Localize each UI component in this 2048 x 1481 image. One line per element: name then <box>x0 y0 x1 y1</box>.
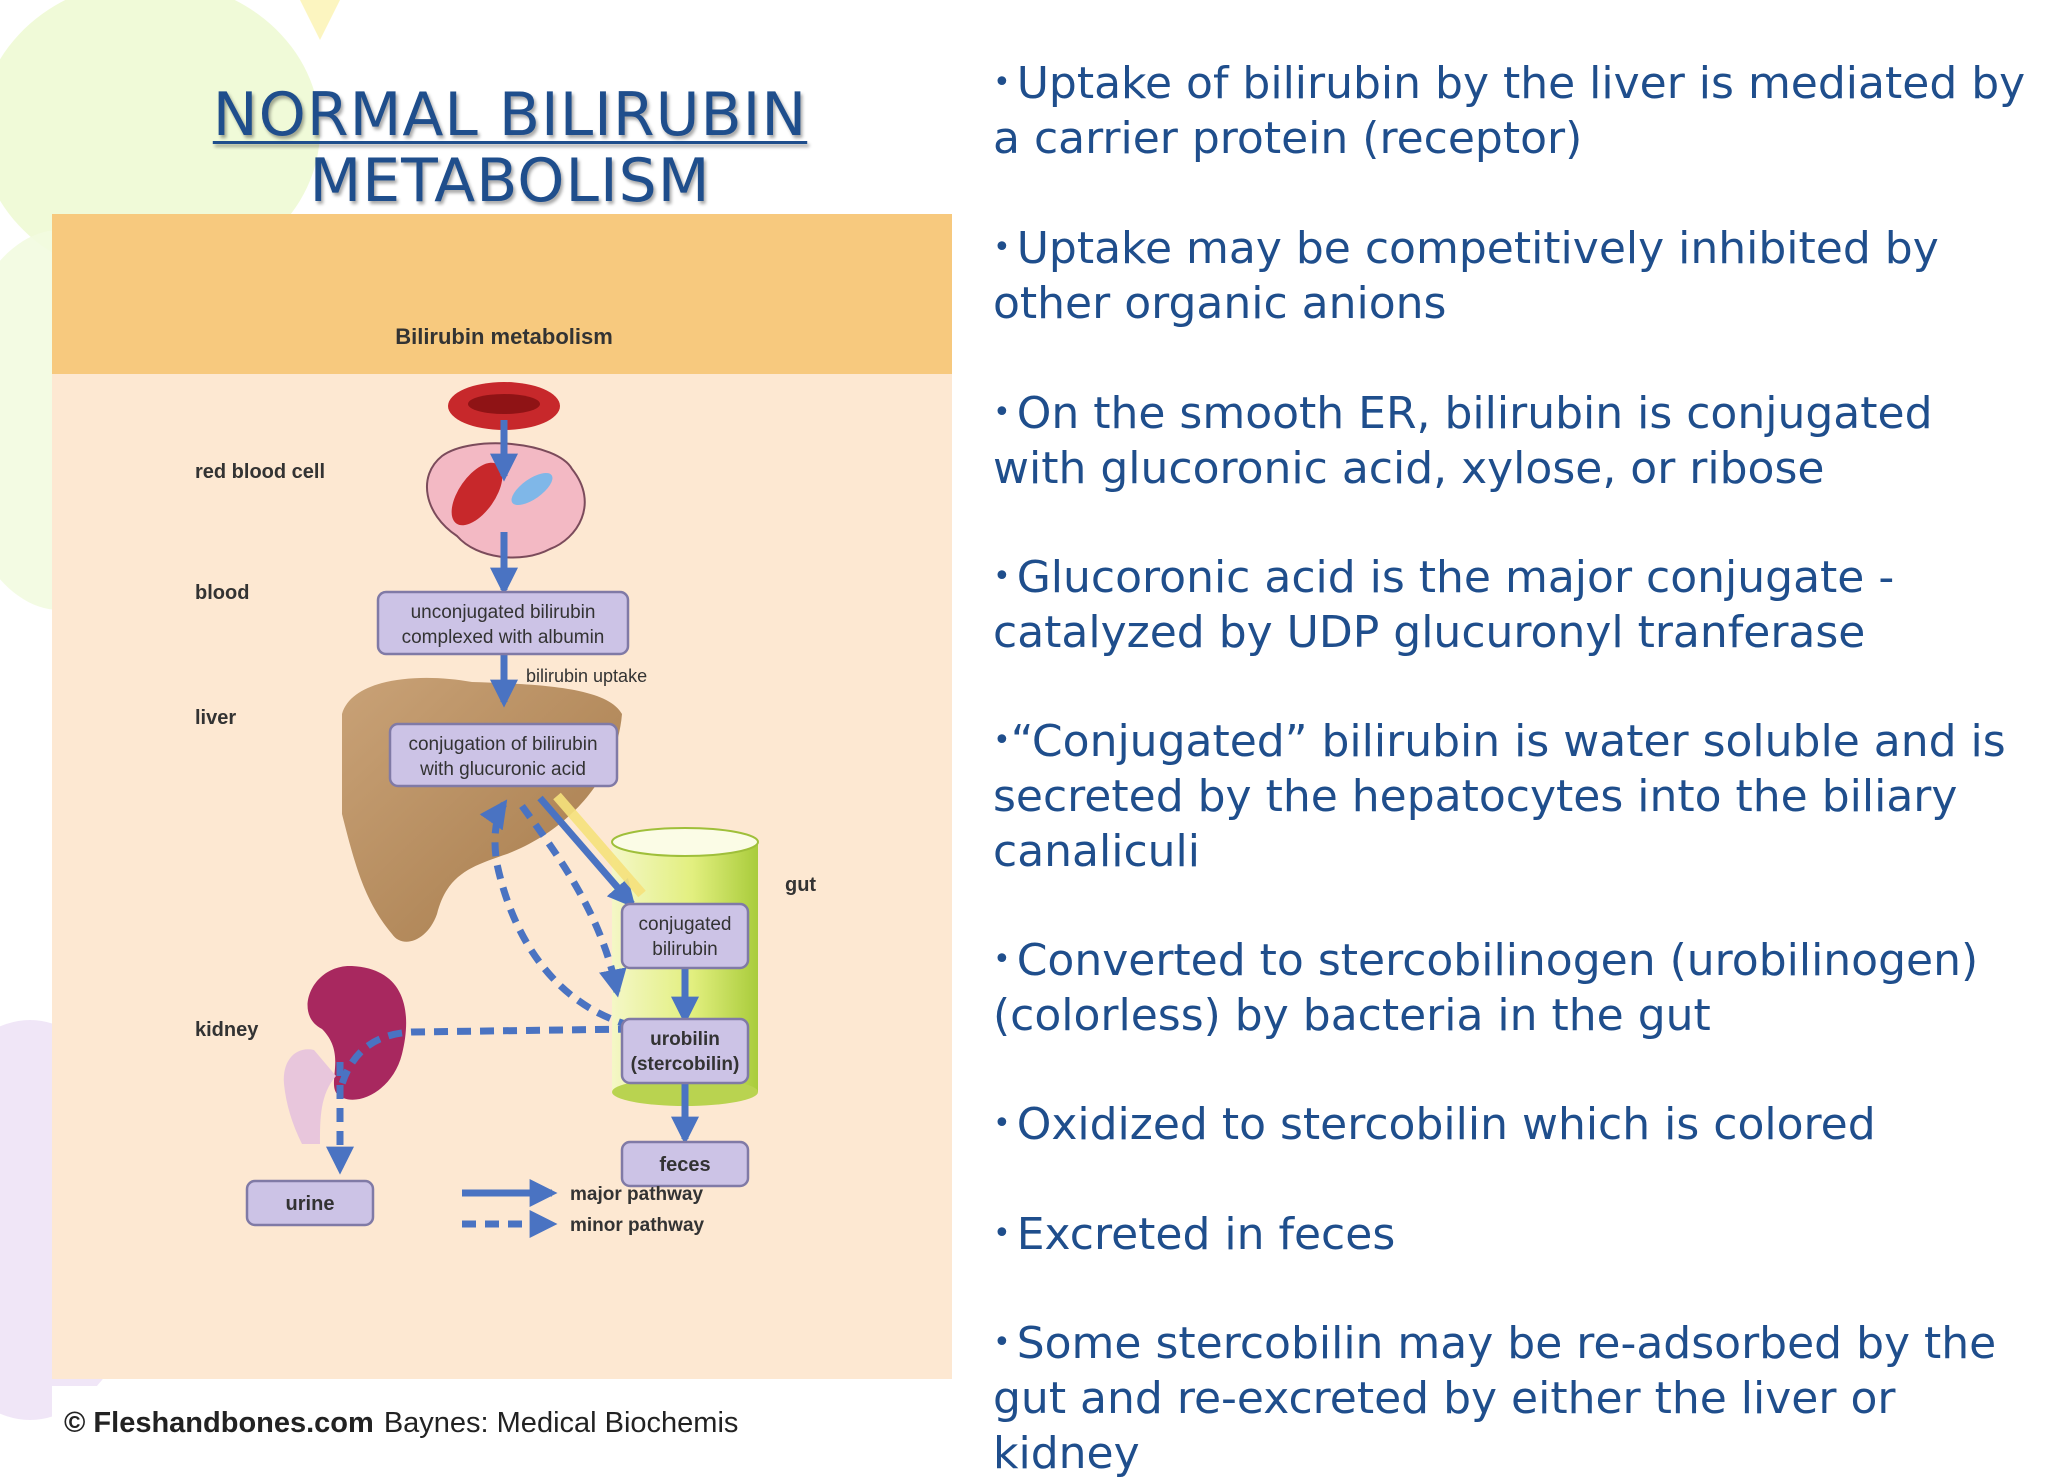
minor-arrows <box>326 799 633 1175</box>
figure-header-band <box>52 214 952 374</box>
box-conjugation-line1: conjugation of bilirubin <box>408 734 597 755</box>
bullet-text: Glucoronic acid is the major conjugate -… <box>993 552 1895 658</box>
bullet-item: •Uptake of bilirubin by the liver is med… <box>993 55 2033 166</box>
bullet-item: •On the smooth ER, bilirubin is conjugat… <box>993 385 2033 496</box>
box-albumin: unconjugated bilirubin complexed with al… <box>376 590 630 656</box>
bullet-text: Converted to stercobilinogen (urobilinog… <box>993 935 1979 1041</box>
bullet-marker: • <box>993 559 1011 594</box>
bullet-item: •Some stercobilin may be re-adsorbed by … <box>993 1315 2033 1481</box>
bullet-text: Uptake may be competitively inhibited by… <box>993 223 1939 329</box>
box-urobilin-line1: urobilin <box>650 1029 720 1050</box>
bullet-item: •Oxidized to stercobilin which is colore… <box>993 1096 2033 1152</box>
bullet-text: On the smooth ER, bilirubin is conjugate… <box>993 388 1933 494</box>
bullet-text: “Conjugated” bilirubin is water soluble … <box>993 716 2006 877</box>
box-urobilin: urobilin (stercobilin) <box>620 1017 750 1085</box>
bullet-text: Excreted in feces <box>1016 1209 1396 1260</box>
bullet-text: Oxidized to stercobilin which is colored <box>1016 1099 1876 1150</box>
credit-source: Baynes: Medical Biochemis <box>384 1407 739 1439</box>
bilirubin-metabolism-figure: Bilirubin metabolism red blood cell bloo… <box>52 214 952 1454</box>
legend: major pathway minor pathway <box>462 1179 705 1238</box>
figure-header: Bilirubin metabolism <box>395 324 613 349</box>
figure-credit: © Fleshandbones.com Baynes: Medical Bioch… <box>64 1407 738 1439</box>
box-feces-label: feces <box>659 1154 710 1176</box>
bullet-item: •Uptake may be competitively inhibited b… <box>993 220 2033 331</box>
label-gut: gut <box>785 874 816 896</box>
label-liver: liver <box>195 707 236 729</box>
red-blood-cell-icon <box>448 382 560 430</box>
label-blood: blood <box>195 582 249 604</box>
bullet-marker: • <box>993 230 1011 265</box>
bullet-marker: • <box>993 723 1011 758</box>
box-albumin-line1: unconjugated bilirubin <box>411 602 596 623</box>
kidney-icon <box>283 965 407 1144</box>
title-line-2: METABOLISM <box>309 146 711 216</box>
box-feces: feces <box>620 1140 750 1188</box>
label-kidney: kidney <box>195 1019 259 1041</box>
bullet-item: •Glucoronic acid is the major conjugate … <box>993 549 2033 660</box>
legend-major-label: major pathway <box>570 1184 703 1205</box>
box-urine-label: urine <box>286 1193 335 1215</box>
legend-minor-label: minor pathway <box>570 1215 705 1236</box>
bullet-text: Uptake of bilirubin by the liver is medi… <box>993 58 2026 164</box>
bullet-marker: • <box>993 1106 1011 1141</box>
label-red-blood-cell: red blood cell <box>195 461 325 483</box>
major-arrows <box>490 420 699 1145</box>
bullet-item: •“Conjugated” bilirubin is water soluble… <box>993 713 2033 879</box>
bullet-marker: • <box>993 1216 1011 1251</box>
box-conjugation-line2: with glucuronic acid <box>419 759 586 780</box>
bullet-item: •Converted to stercobilinogen (urobilino… <box>993 932 2033 1043</box>
slide-title: NORMAL BILIRUBIN METABOLISM <box>130 82 890 214</box>
uptake-label: bilirubin uptake <box>526 666 647 686</box>
bullet-text: Some stercobilin may be re-adsorbed by t… <box>993 1318 1997 1479</box>
bullet-marker: • <box>993 942 1011 977</box>
bullet-marker: • <box>993 65 1011 100</box>
box-conjugated-line1: conjugated <box>639 914 732 935</box>
box-urobilin-line2: (stercobilin) <box>631 1054 740 1075</box>
title-line-1: NORMAL BILIRUBIN <box>212 80 808 150</box>
credit-brand: © Fleshandbones.com <box>64 1407 374 1439</box>
bullet-marker: • <box>993 395 1011 430</box>
macrophage-icon <box>426 442 586 559</box>
box-urine: urine <box>245 1179 375 1227</box>
bullet-marker: • <box>993 1325 1011 1360</box>
box-conjugated-line2: bilirubin <box>652 939 717 960</box>
box-albumin-line2: complexed with albumin <box>402 627 605 648</box>
box-conjugated: conjugated bilirubin <box>620 902 750 970</box>
box-conjugation: conjugation of bilirubin with glucuronic… <box>388 722 619 788</box>
bullet-item: •Excreted in feces <box>993 1206 2033 1262</box>
